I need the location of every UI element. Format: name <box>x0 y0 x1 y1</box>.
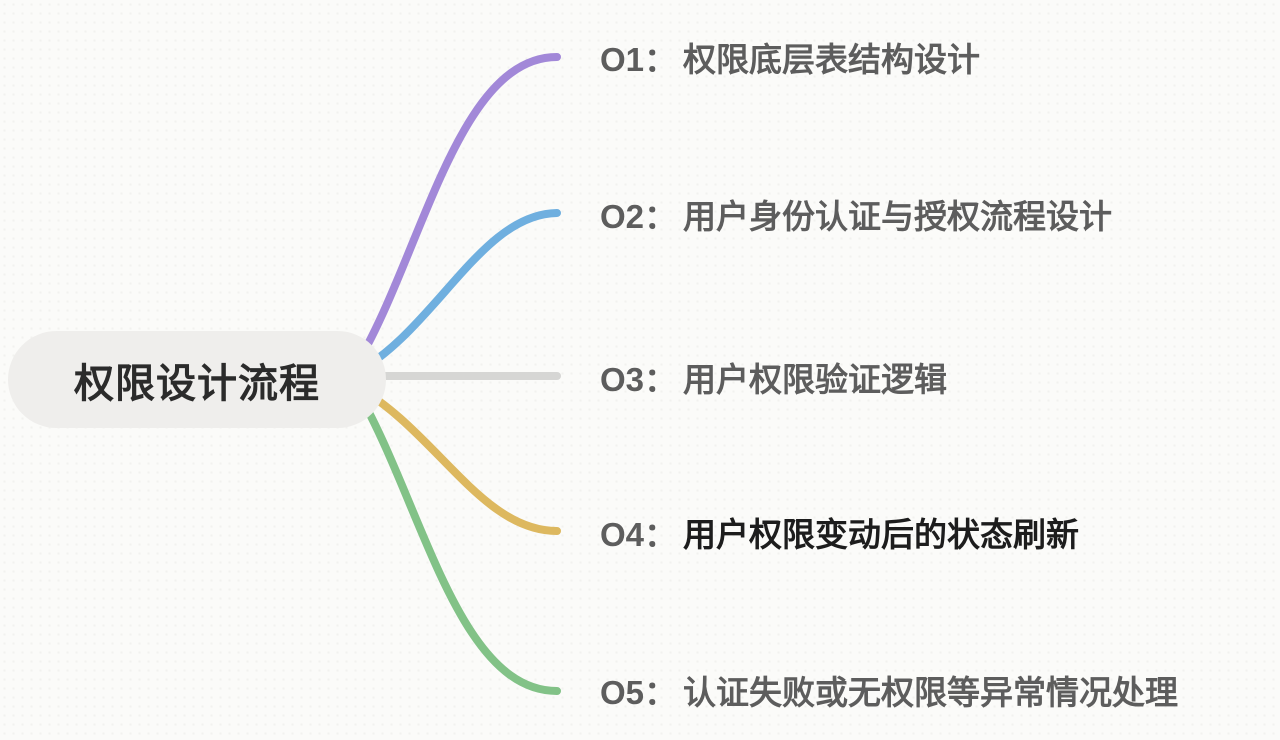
branch-prefix-O2: O2： <box>600 198 678 235</box>
branch-prefix-O5: O5： <box>600 674 678 711</box>
branch-text-O3: 用户权限验证逻辑 <box>683 361 948 398</box>
branch-curve-O1 <box>348 53 561 376</box>
branch-text-O4: 用户权限变动后的状态刷新 <box>683 516 1080 553</box>
branch-curve-O5 <box>348 378 561 695</box>
branch-label-O3[interactable]: O3：用户权限验证逻辑 <box>600 353 947 401</box>
branch-text-O2: 用户身份认证与授权流程设计 <box>683 198 1113 235</box>
branch-text-O1: 权限底层表结构设计 <box>683 41 981 78</box>
branch-label-O5[interactable]: O5：认证失败或无权限等异常情况处理 <box>600 666 1178 714</box>
branch-label-O2[interactable]: O2：用户身份认证与授权流程设计 <box>600 190 1112 238</box>
branch-prefix-O1: O1： <box>600 41 678 78</box>
branch-prefix-O4: O4： <box>600 516 678 553</box>
root-node-label: 权限设计流程 <box>74 361 320 406</box>
branch-curve-O4 <box>348 380 561 535</box>
branch-label-O4[interactable]: O4：用户权限变动后的状态刷新 <box>600 508 1079 556</box>
branch-text-O5: 认证失败或无权限等异常情况处理 <box>683 674 1179 711</box>
root-node[interactable]: 权限设计流程 <box>8 331 386 428</box>
branch-curve-O2 <box>348 209 561 379</box>
branch-prefix-O3: O3： <box>600 361 678 398</box>
branch-label-O1[interactable]: O1：权限底层表结构设计 <box>600 33 980 81</box>
